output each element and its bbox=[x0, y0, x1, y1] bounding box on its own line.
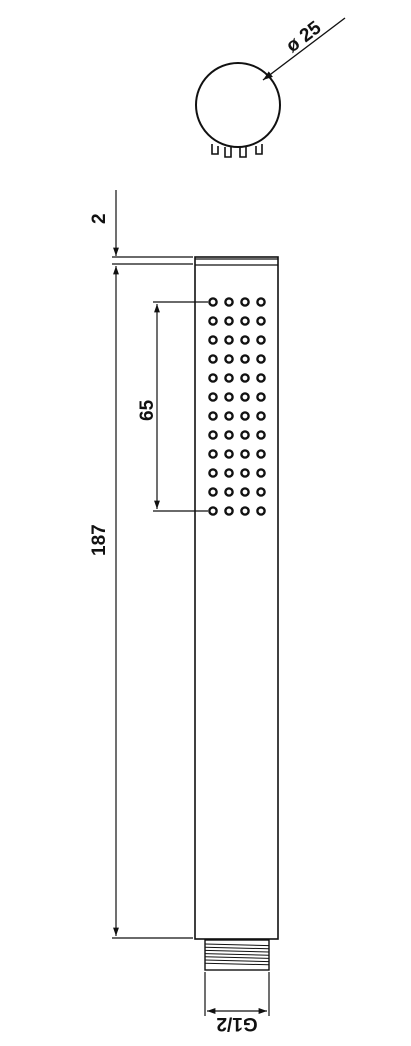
spray-nozzle bbox=[208, 316, 218, 326]
spray-nozzle bbox=[208, 430, 218, 440]
top-view-nozzles bbox=[211, 144, 263, 158]
thread-connector bbox=[204, 939, 270, 971]
spray-nozzle bbox=[208, 297, 218, 307]
spray-nozzle bbox=[256, 297, 266, 307]
spray-nozzle bbox=[240, 468, 250, 478]
handle-outline bbox=[194, 256, 279, 940]
spray-nozzle bbox=[208, 411, 218, 421]
spray-nozzle bbox=[224, 373, 234, 383]
thread-lines bbox=[204, 943, 270, 966]
spray-area-label: 65 bbox=[137, 399, 158, 421]
spray-nozzle bbox=[224, 335, 234, 345]
spray-nozzle bbox=[256, 373, 266, 383]
spray-nozzle bbox=[240, 335, 250, 345]
spray-nozzle bbox=[224, 506, 234, 516]
spray-nozzle bbox=[208, 354, 218, 364]
top-view bbox=[195, 17, 346, 158]
diameter-leader-line bbox=[262, 17, 346, 81]
spray-nozzle bbox=[208, 487, 218, 497]
thread-size-label: G1/2 bbox=[216, 1013, 257, 1034]
spray-nozzle bbox=[256, 468, 266, 478]
spray-nozzle bbox=[256, 316, 266, 326]
spray-nozzle bbox=[208, 335, 218, 345]
length-dimension bbox=[112, 266, 193, 939]
spray-nozzle bbox=[240, 392, 250, 402]
spray-nozzle bbox=[256, 430, 266, 440]
cap-dimension bbox=[112, 190, 193, 265]
spray-nozzle bbox=[240, 506, 250, 516]
spray-nozzle bbox=[208, 373, 218, 383]
spray-nozzle bbox=[224, 411, 234, 421]
top-view-circle bbox=[195, 62, 281, 148]
spray-nozzle bbox=[256, 506, 266, 516]
spray-nozzle bbox=[224, 449, 234, 459]
spray-nozzle bbox=[224, 430, 234, 440]
spray-nozzle bbox=[208, 392, 218, 402]
spray-nozzle bbox=[224, 487, 234, 497]
spray-nozzle bbox=[208, 506, 218, 516]
handle-body bbox=[194, 256, 279, 940]
spray-nozzle bbox=[256, 335, 266, 345]
spray-nozzle bbox=[224, 468, 234, 478]
cap-height-label: 2 bbox=[89, 213, 110, 224]
spray-nozzle bbox=[256, 411, 266, 421]
spray-nozzle bbox=[240, 411, 250, 421]
spray-nozzle bbox=[256, 354, 266, 364]
thread-ridge bbox=[204, 956, 270, 959]
spray-dimension bbox=[153, 301, 208, 512]
thread-ridge bbox=[204, 949, 270, 953]
spray-nozzle bbox=[224, 297, 234, 307]
spray-nozzle bbox=[240, 373, 250, 383]
thread-ridge bbox=[204, 943, 270, 947]
spray-nozzle bbox=[256, 449, 266, 459]
thread-ridge bbox=[204, 953, 270, 956]
thread-ridge bbox=[204, 962, 270, 966]
spray-nozzle bbox=[240, 297, 250, 307]
spray-nozzle bbox=[240, 487, 250, 497]
spray-nozzle bbox=[208, 449, 218, 459]
spray-nozzle bbox=[240, 449, 250, 459]
spray-nozzle bbox=[256, 487, 266, 497]
spray-nozzle bbox=[240, 316, 250, 326]
spray-nozzle-grid bbox=[208, 297, 266, 516]
spray-nozzle bbox=[224, 354, 234, 364]
total-length-label: 187 bbox=[89, 524, 110, 556]
spray-nozzle bbox=[240, 354, 250, 364]
spray-nozzle bbox=[224, 316, 234, 326]
diameter-label: ø 25 bbox=[282, 17, 325, 57]
spray-nozzle bbox=[224, 392, 234, 402]
thread-ridge bbox=[204, 959, 270, 963]
thread-dimension bbox=[204, 972, 270, 1016]
thread-ridge bbox=[204, 946, 270, 950]
spray-nozzle bbox=[256, 392, 266, 402]
spray-nozzle bbox=[208, 468, 218, 478]
spray-nozzle bbox=[240, 430, 250, 440]
